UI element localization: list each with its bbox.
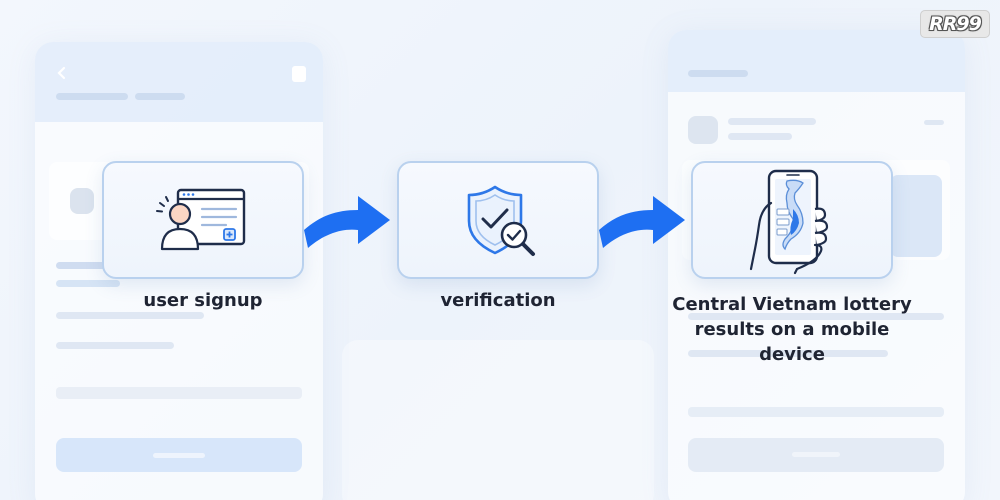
back-chevron-icon [57, 66, 66, 80]
background-panel-middle [342, 340, 654, 500]
step-card-lottery-results [691, 161, 893, 279]
step-card-verification [397, 161, 599, 279]
shield-check-icon [467, 185, 535, 256]
menu-icon [292, 66, 306, 82]
phone-header [668, 30, 965, 92]
brand-logo: RR99 [920, 10, 990, 38]
user-signup-icon [156, 188, 246, 251]
avatar-placeholder [688, 116, 718, 144]
phone-map-icon [749, 169, 829, 275]
phone-header [35, 42, 323, 122]
step-label-user-signup: user signup [143, 290, 263, 311]
flow-arrow-icon [599, 196, 685, 248]
step-label-verification: verification [440, 290, 556, 311]
avatar-placeholder [70, 188, 94, 214]
step-label-lottery-results: Central Vietnam lottery results on a mob… [672, 294, 912, 365]
flow-arrow-icon [304, 196, 390, 248]
step-card-user-signup [102, 161, 304, 279]
